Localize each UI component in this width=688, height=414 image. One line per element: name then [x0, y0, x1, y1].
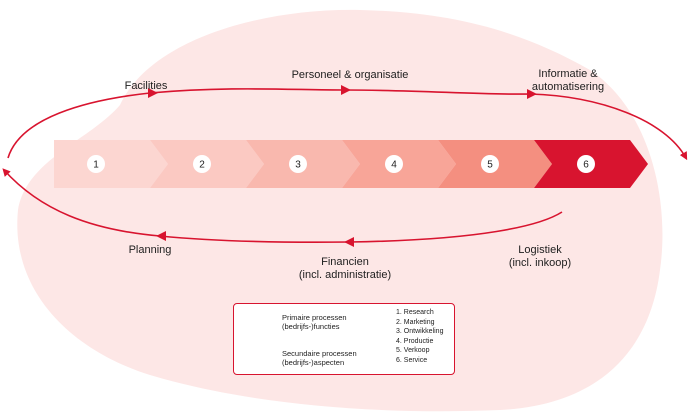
process-step-number: 3 — [295, 160, 301, 171]
legend-process-list: 1. Research 2. Marketing 3. Ontwikkeling… — [396, 308, 443, 366]
process-step-5: 5 — [438, 140, 552, 188]
process-step-number: 5 — [487, 160, 493, 171]
arc-arrow-planning — [156, 231, 166, 241]
label-informatie: Informatie &automatisering — [531, 68, 605, 93]
process-step-number: 4 — [391, 160, 397, 171]
label-logistiek: Logistiek(incl. inkoop) — [508, 244, 572, 269]
process-step-badge — [577, 155, 595, 173]
process-step-number: 2 — [199, 160, 205, 171]
process-step-1: 1 — [54, 140, 168, 188]
process-step-4: 4 — [342, 140, 456, 188]
legend-item: 5. Verkoop — [396, 347, 430, 355]
process-step-badge — [193, 155, 211, 173]
process-step-badge — [289, 155, 307, 173]
process-step-badge — [481, 155, 499, 173]
legend-item: 3. Ontwikkeling — [396, 328, 444, 336]
background-blob — [17, 9, 663, 412]
process-step-6: 6 — [534, 140, 648, 188]
process-step-chevron — [54, 140, 168, 188]
legend-primary-text: Primaire processen(bedrijfs-)functies — [282, 313, 347, 331]
arc-arrow-informatie — [527, 89, 537, 99]
process-step-badge — [87, 155, 105, 173]
process-step-number: 6 — [583, 160, 589, 171]
arc-arrow-personeel — [341, 85, 351, 95]
process-step-3: 3 — [246, 140, 360, 188]
legend-item: 6. Service — [396, 356, 428, 364]
label-personeel: Personeel & organisatie — [291, 69, 409, 81]
label-planning: Planning — [128, 244, 172, 256]
legend-secondary-text: Secundaire processen(bedrijfs-)aspecten — [282, 349, 357, 367]
legend: Primaire processen(bedrijfs-)functies Se… — [233, 303, 455, 375]
label-facilities: Facilities — [124, 80, 168, 92]
process-step-badge — [385, 155, 403, 173]
process-step-number: 1 — [93, 160, 99, 171]
lower-cycle-arc — [2, 168, 563, 243]
legend-item: 1. Research — [396, 309, 434, 316]
arc-arrow-facilities — [148, 88, 158, 98]
legend-item: 4. Productie — [396, 337, 434, 345]
label-financien: Financien(incl. administratie) — [298, 256, 392, 281]
arc-arrow-financien — [344, 237, 354, 247]
process-step-2: 2 — [150, 140, 264, 188]
legend-item: 2. Marketing — [396, 318, 435, 326]
